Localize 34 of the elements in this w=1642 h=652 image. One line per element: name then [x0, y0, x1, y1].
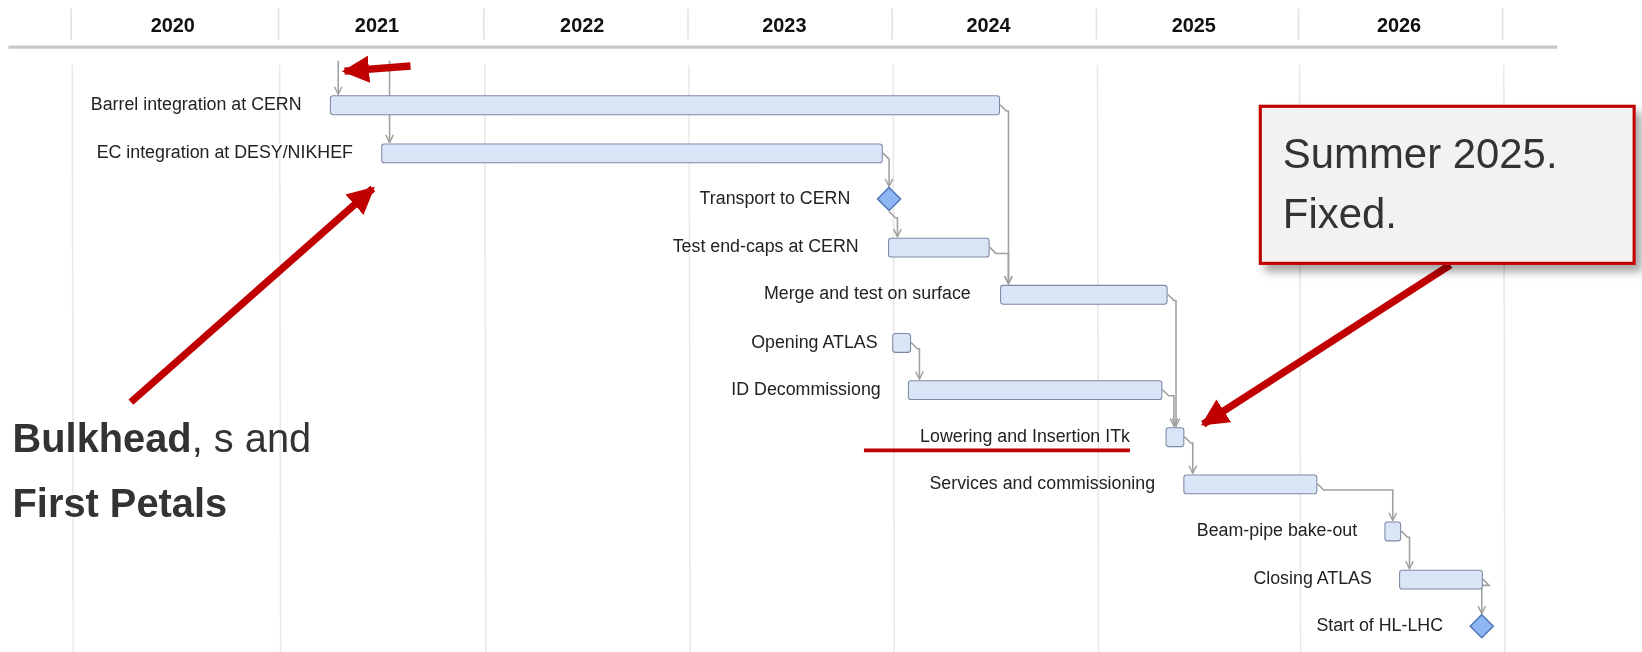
task-label: Closing ATLAS	[1253, 568, 1372, 590]
dependency-arrow	[882, 152, 894, 188]
task-label: Services and commissioning	[929, 473, 1156, 495]
task-label: Lowering and Insertion ITk	[920, 426, 1130, 448]
task-label: Merge and test on surface	[763, 283, 971, 305]
dependency-arrow	[1400, 530, 1414, 570]
dependency-arrow	[1161, 388, 1179, 427]
task-label: Barrel integration at CERN	[90, 94, 302, 116]
year-label: 2021	[354, 14, 400, 38]
callout-arrow	[128, 185, 376, 405]
dependency-arrow	[1316, 483, 1398, 522]
task-label: Start of HL-LHC	[1316, 615, 1444, 637]
dependency-arrow	[333, 59, 343, 96]
task-label: Opening ATLAS	[751, 331, 878, 353]
annotation-text: Bulkhead, s and First Petals	[12, 406, 401, 537]
dependency-arrow	[1183, 435, 1198, 475]
year-label: 2025	[1171, 14, 1216, 38]
year-label: 2024	[966, 14, 1011, 38]
dependency-arrow	[888, 210, 902, 238]
task-label: EC integration at DESY/NIKHEF	[96, 142, 353, 164]
dependency-arrow	[988, 246, 1013, 285]
task-label: ID Decommissiong	[731, 379, 881, 401]
dependency-arrow	[1166, 293, 1181, 427]
year-label: 2023	[762, 14, 807, 38]
year-label: 2020	[150, 14, 195, 38]
task-label: Transport to CERN	[699, 188, 851, 210]
year-label: 2026	[1376, 14, 1422, 38]
year-label: 2022	[560, 14, 605, 38]
task-label: Test end-caps at CERN	[672, 236, 859, 258]
callout-text: Summer 2025. Fixed.	[1282, 128, 1559, 239]
callout-box	[1258, 104, 1636, 265]
dependency-arrow	[1477, 578, 1491, 615]
task-label: Beam-pipe bake-out	[1196, 520, 1358, 542]
dependency-arrow	[910, 341, 924, 380]
